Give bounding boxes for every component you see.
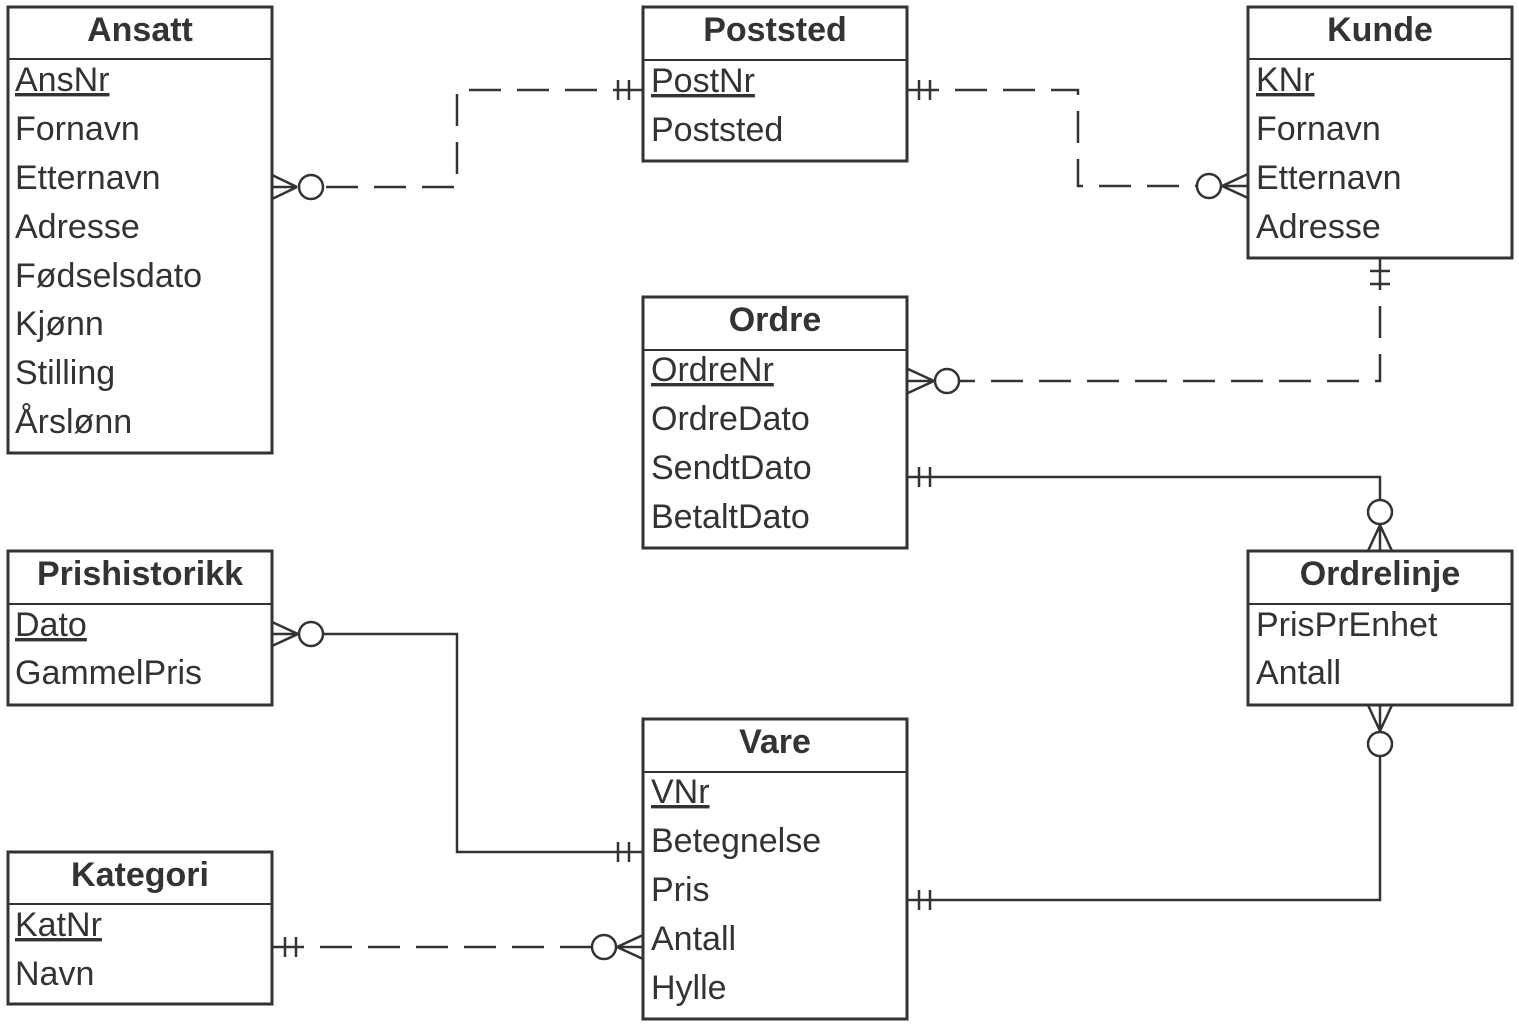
relationship-kunde-ordre: [907, 258, 1390, 395]
primary-key-attribute: PostNr: [651, 62, 755, 100]
attribute: GammelPris: [15, 654, 202, 692]
attribute: Etternavn: [15, 159, 161, 197]
entity-kategori: Kategori KatNr Navn: [6, 850, 274, 1006]
relationship-poststed-kunde: [907, 80, 1249, 200]
entity-box: [6, 5, 274, 455]
attribute: Adresse: [15, 208, 140, 246]
entity-vare: Vare VNr Betegnelse Pris Antall Hylle: [641, 717, 909, 1021]
attribute: Fornavn: [15, 110, 140, 148]
attribute: BetaltDato: [651, 498, 810, 536]
zero-optional-mark: [1366, 730, 1394, 758]
entity-title: Ordre: [729, 301, 822, 339]
one-mandatory-mark: [283, 937, 298, 957]
attribute: Kjønn: [15, 305, 104, 343]
entity-box: [641, 5, 909, 163]
attribute: Poststed: [651, 111, 783, 149]
one-mandatory-mark: [917, 467, 932, 487]
attribute: PrisPrEnhet: [1256, 606, 1438, 644]
entity-kunde: Kunde KNr Fornavn Etternavn Adresse: [1246, 5, 1514, 260]
attribute: Stilling: [15, 354, 115, 392]
relationships: [271, 80, 1394, 961]
crowfoot-many-mark: [1366, 524, 1394, 552]
attribute: SendtDato: [651, 449, 812, 487]
entity-box: [1246, 549, 1514, 707]
connector-line: [907, 757, 1382, 902]
primary-key-attribute: Dato: [15, 606, 87, 644]
attribute: Hylle: [651, 969, 727, 1007]
attribute: Betegnelse: [651, 822, 821, 860]
primary-key-attribute: VNr: [651, 773, 710, 811]
one-mandatory-mark: [917, 890, 932, 910]
relationship-ordre-ordrelinje: [907, 467, 1394, 552]
one-mandatory-mark: [616, 80, 631, 100]
entity-title: Ansatt: [87, 11, 193, 49]
primary-key-attribute: OrdreNr: [651, 351, 774, 389]
crowfoot-many-mark: [616, 933, 644, 961]
crowfoot-many-mark: [271, 620, 299, 648]
crowfoot-many-mark: [1221, 172, 1249, 200]
entity-prishistorikk: Prishistorikk Dato GammelPris: [6, 549, 274, 707]
connector-line: [907, 475, 1382, 499]
entity-box: [641, 295, 909, 550]
primary-key-attribute: AnsNr: [15, 61, 109, 99]
entity-ordrelinje: Ordrelinje PrisPrEnhet Antall: [1246, 549, 1514, 707]
attribute: Årslønn: [15, 403, 132, 441]
entity-title: Vare: [739, 723, 811, 761]
entity-box: [1246, 5, 1514, 260]
crowfoot-many-mark: [907, 367, 935, 395]
attribute: Adresse: [1256, 208, 1381, 246]
attribute: Fødselsdato: [15, 257, 202, 295]
entity-title: Kategori: [71, 856, 209, 894]
relationship-vare-ordrelinje: [907, 704, 1394, 910]
crowfoot-many-mark: [271, 173, 298, 201]
attribute: Pris: [651, 871, 710, 909]
zero-optional-mark: [1195, 172, 1223, 200]
entity-box: [6, 850, 274, 1006]
attribute: Etternavn: [1256, 159, 1402, 197]
connector-line: [324, 632, 643, 854]
one-mandatory-mark: [917, 80, 932, 100]
relationship-kategori-vare: [272, 933, 644, 961]
connector-line: [907, 88, 1196, 188]
attribute: Navn: [15, 955, 94, 993]
connector-line: [326, 88, 643, 189]
primary-key-attribute: KatNr: [15, 906, 102, 944]
entity-title: Prishistorikk: [37, 555, 243, 593]
one-mandatory-mark: [1370, 269, 1390, 286]
zero-optional-mark: [297, 620, 325, 648]
connector-line: [960, 258, 1382, 383]
entity-box: [641, 717, 909, 1021]
entity-box: [6, 549, 274, 707]
attribute: OrdreDato: [651, 400, 810, 438]
entity-title: Ordrelinje: [1300, 555, 1461, 593]
zero-optional-mark: [933, 367, 961, 395]
primary-key-attribute: KNr: [1256, 61, 1315, 99]
attribute: Antall: [1256, 654, 1341, 692]
entity-ansatt: Ansatt AnsNr Fornavn Etternavn Adresse F…: [6, 5, 274, 455]
relationship-ansatt-poststed: [271, 80, 643, 201]
one-mandatory-mark: [616, 842, 631, 862]
entity-title: Kunde: [1327, 11, 1433, 49]
entity-poststed: Poststed PostNr Poststed: [641, 5, 909, 163]
zero-optional-mark: [590, 933, 618, 961]
relationship-vare-prishistorikk: [271, 620, 643, 862]
zero-optional-mark: [1366, 498, 1394, 526]
attribute: Antall: [651, 920, 736, 958]
attribute: Fornavn: [1256, 110, 1381, 148]
zero-optional-mark: [297, 173, 325, 201]
crowfoot-many-mark: [1366, 704, 1394, 732]
entity-title: Poststed: [703, 11, 847, 49]
entity-ordre: Ordre OrdreNr OrdreDato SendtDato Betalt…: [641, 295, 909, 550]
